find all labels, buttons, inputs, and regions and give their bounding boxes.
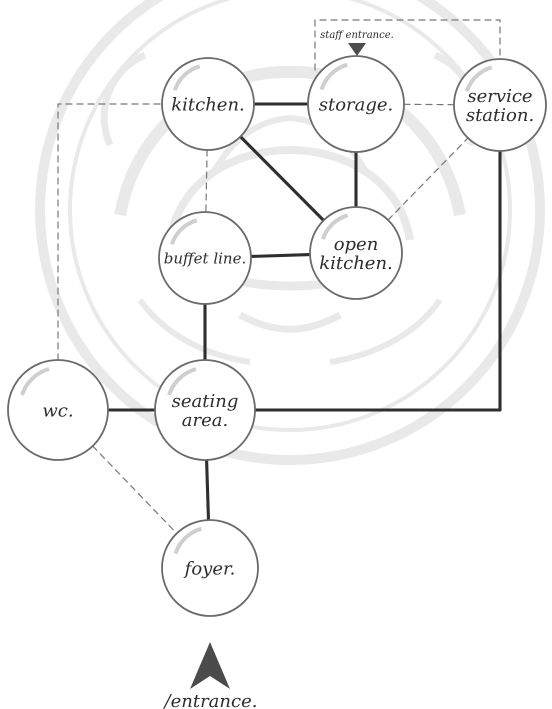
edge-kitchen-to-open-kitchen (238, 135, 326, 222)
node-seating-area-label-line-1: seating (172, 391, 239, 412)
node-seating-area-highlight (167, 367, 197, 396)
node-service-station-label-line-2: station. (466, 105, 534, 126)
node-buffet-line-highlight (169, 218, 198, 245)
node-open-kitchen-circle (309, 206, 403, 300)
node-kitchen: kitchen. (161, 57, 255, 151)
node-foyer-circle (161, 519, 259, 617)
node-kitchen-label-line-1: kitchen. (171, 94, 245, 115)
node-service-station-circle (453, 58, 547, 152)
node-storage-highlight (319, 62, 348, 91)
node-wc-label-line-1: wc. (42, 400, 73, 421)
edge-wc-to-foyer (92, 445, 178, 535)
main-entrance-marker: /entrance. (163, 642, 258, 709)
node-buffet-line-circle (158, 211, 252, 305)
node-open-kitchen-label-line-1: open (334, 234, 379, 255)
node-open-kitchen-label-line-2: kitchen. (319, 253, 393, 274)
staff-entrance-label: staff entrance. (320, 30, 394, 41)
connection-lines (57, 19, 502, 535)
entrance-arrow-icon (190, 642, 230, 689)
node-foyer-highlight (173, 526, 202, 555)
node-buffet-line: buffet line. (158, 211, 252, 305)
edge-buffet-line-to-open-kitchen (249, 252, 312, 259)
node-foyer-label: foyer. (183, 558, 236, 579)
node-buffet-line-label: buffet line. (164, 249, 246, 267)
edge-seating-area-to-service-station (253, 150, 502, 412)
node-service-station-highlight (464, 65, 493, 92)
edge-kitchen-to-wc (57, 103, 161, 361)
node-wc-circle (7, 359, 109, 461)
node-storage-label: storage. (319, 94, 394, 115)
node-foyer: foyer. (161, 519, 259, 617)
entrance-label: /entrance. (163, 691, 258, 709)
node-open-kitchen-highlight (320, 213, 349, 240)
staff-entrance-marker: staff entrance. (320, 30, 394, 56)
node-storage: storage. (307, 55, 405, 153)
node-kitchen-highlight (172, 64, 201, 91)
node-storage-circle (307, 55, 405, 153)
staff-entrance-arrow-icon (348, 43, 366, 56)
node-kitchen-label: kitchen. (171, 94, 245, 115)
node-wc: wc. (7, 359, 109, 461)
node-kitchen-circle (161, 57, 255, 151)
node-foyer-label-line-1: foyer. (183, 558, 236, 579)
node-storage-label-line-1: storage. (319, 94, 394, 115)
node-wc-highlight (20, 367, 50, 396)
edge-kitchen-to-service-station (314, 19, 501, 71)
node-wc-label: wc. (42, 400, 73, 421)
node-buffet-line-label-line-1: buffet line. (164, 249, 246, 267)
edge-open-kitchen-to-service-station (387, 137, 469, 221)
edge-seating-area-to-foyer (205, 458, 211, 522)
node-seating-area-label-line-2: area. (182, 410, 228, 431)
node-seating-area-circle (154, 359, 256, 461)
node-service-station-label-line-1: service (467, 86, 532, 107)
watermark-seal (35, 0, 545, 465)
